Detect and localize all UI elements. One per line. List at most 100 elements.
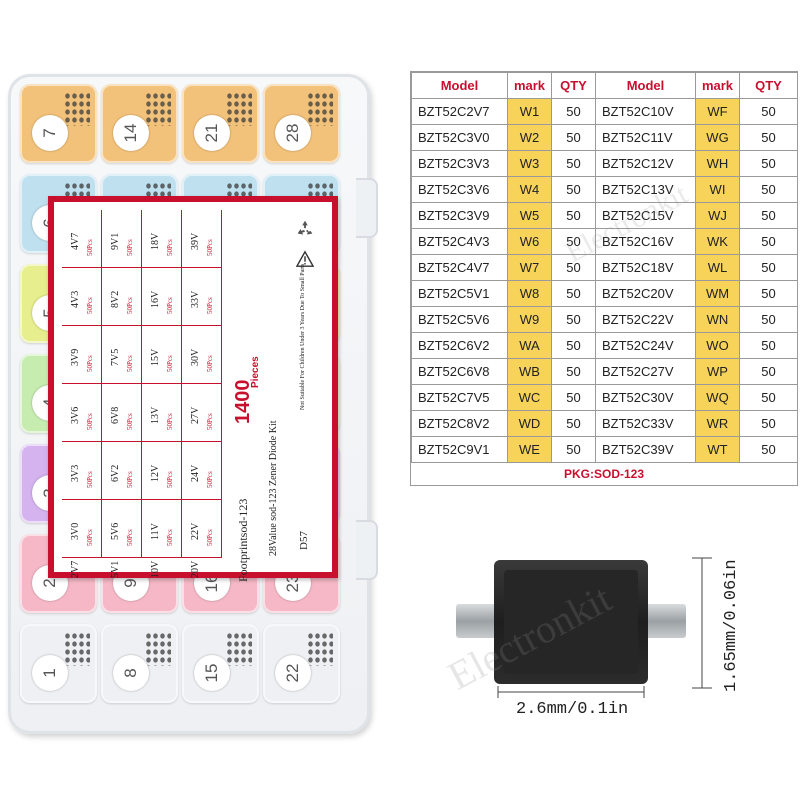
- voltage-value: 7V5: [110, 348, 121, 366]
- voltage-value: 5V1: [110, 560, 121, 578]
- width-dimension: 2.6mm/0.1in: [516, 700, 629, 719]
- cell-mark: W6: [507, 228, 552, 255]
- voltage-value: 33V: [190, 290, 201, 308]
- compartment-number: 15: [194, 655, 230, 691]
- compartment-number: 22: [275, 655, 311, 691]
- voltage-value: 3V0: [70, 522, 81, 540]
- cell-model: BZT52C5V6: [411, 306, 508, 333]
- cell-model: BZT52C10V: [595, 98, 696, 125]
- header-mark: mark: [507, 72, 552, 99]
- piece-count: 50Pcs: [86, 413, 94, 430]
- cell-model: BZT52C39V: [595, 436, 696, 463]
- cell-model: BZT52C9V1: [411, 436, 508, 463]
- cell-qty: 50: [739, 332, 798, 359]
- voltage-value: 20V: [190, 560, 201, 578]
- voltage-value: 3V9: [70, 348, 81, 366]
- cell-model: BZT52C5V1: [411, 280, 508, 307]
- cell-mark: W8: [507, 280, 552, 307]
- compartment: 14: [101, 84, 178, 163]
- cell-model: BZT52C27V: [595, 358, 696, 385]
- voltage-value: 22V: [190, 522, 201, 540]
- cell-mark: WK: [695, 228, 740, 255]
- cell-mark: W9: [507, 306, 552, 333]
- diode-parts: [226, 632, 252, 666]
- diode-parts: [64, 632, 90, 666]
- cell-qty: 50: [551, 410, 596, 437]
- voltage-cell: 33V 50Pcs: [182, 268, 222, 326]
- cell-model: BZT52C7V5: [411, 384, 508, 411]
- piece-count: 50Pcs: [206, 297, 214, 314]
- compartment: 8: [101, 624, 178, 703]
- cell-model: BZT52C16V: [595, 228, 696, 255]
- diode-parts: [226, 92, 252, 126]
- voltage-cell: 3V6 50Pcs: [62, 384, 102, 442]
- cell-model: BZT52C3V0: [411, 124, 508, 151]
- compartment: 22: [263, 624, 340, 703]
- cell-model: BZT52C18V: [595, 254, 696, 281]
- cell-mark: W5: [507, 202, 552, 229]
- cell-mark: WD: [507, 410, 552, 437]
- piece-count: 50Pcs: [166, 355, 174, 372]
- piece-count: 50Pcs: [126, 239, 134, 256]
- piece-count: 50Pcs: [126, 529, 134, 546]
- piece-count: 50Pcs: [206, 529, 214, 546]
- piece-count: 50Pcs: [166, 413, 174, 430]
- cell-mark: WJ: [695, 202, 740, 229]
- cell-model: BZT52C33V: [595, 410, 696, 437]
- cell-qty: 50: [739, 176, 798, 203]
- cell-mark: WI: [695, 176, 740, 203]
- cell-qty: 50: [739, 436, 798, 463]
- cell-model: BZT52C15V: [595, 202, 696, 229]
- cell-mark: WA: [507, 332, 552, 359]
- cell-qty: 50: [739, 202, 798, 229]
- cell-mark: WE: [507, 436, 552, 463]
- cell-mark: WH: [695, 150, 740, 177]
- piece-count: 50Pcs: [206, 413, 214, 430]
- cell-model: BZT52C3V3: [411, 150, 508, 177]
- voltage-value: 2V7: [70, 560, 81, 578]
- label-info: Not Suitable For Children Under 3 Years …: [230, 210, 330, 582]
- compartment: 21: [182, 84, 259, 163]
- voltage-value: 6V2: [110, 464, 121, 482]
- voltage-value: 10V: [150, 560, 161, 578]
- compartment: 28: [263, 84, 340, 163]
- compartment-number: 28: [275, 115, 311, 151]
- compartment-number: 8: [113, 655, 149, 691]
- voltage-value: 16V: [150, 290, 161, 308]
- sod123-diode-photo: [456, 560, 686, 684]
- voltage-value: 3V6: [70, 406, 81, 424]
- piece-count: 50Pcs: [166, 297, 174, 314]
- piece-count: 50Pcs: [206, 471, 214, 488]
- voltage-value: 30V: [190, 348, 201, 366]
- voltage-value: 3V3: [70, 464, 81, 482]
- cell-mark: WL: [695, 254, 740, 281]
- cell-qty: 50: [739, 306, 798, 333]
- package-label: PKG:SOD-123: [563, 467, 645, 481]
- cell-mark: WT: [695, 436, 740, 463]
- cell-qty: 50: [551, 124, 596, 151]
- width-dimension-line: [497, 686, 645, 698]
- voltage-value: 5V6: [110, 522, 121, 540]
- compartment-number: 21: [194, 115, 230, 151]
- piece-count: 50Pcs: [126, 297, 134, 314]
- piece-count: 50Pcs: [126, 355, 134, 372]
- diode-parts: [145, 92, 171, 126]
- piece-count: 50Pcs: [166, 529, 174, 546]
- compartment: 15: [182, 624, 259, 703]
- compartment: 7: [20, 84, 97, 163]
